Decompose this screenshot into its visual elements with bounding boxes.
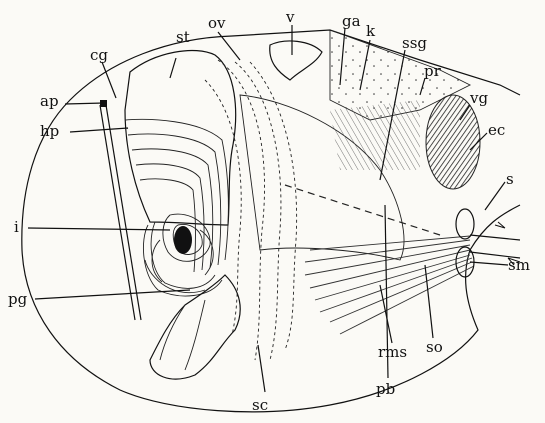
label-k: k — [366, 22, 376, 40]
label-ssg: ssg — [402, 34, 427, 52]
label-st: st — [176, 28, 190, 46]
dashed-axis — [285, 185, 440, 235]
label-ec: ec — [488, 121, 505, 139]
label-sm: sm — [508, 256, 530, 274]
label-v: v — [285, 8, 295, 26]
ring-muscles — [305, 236, 474, 334]
label-s: s — [506, 170, 514, 188]
visceral-ganglion — [426, 95, 480, 189]
label-rms: rms — [378, 343, 407, 361]
intestine-coils — [125, 119, 228, 296]
label-so: so — [426, 338, 443, 356]
pedal-hatch — [330, 100, 420, 170]
label-vg: vg — [469, 89, 488, 107]
lower-mass-texture — [160, 300, 205, 370]
label-sc: sc — [252, 396, 268, 414]
label-pr: pr — [424, 62, 442, 80]
label-pg: pg — [8, 290, 28, 308]
intestine-core — [174, 226, 192, 254]
label-cg: cg — [90, 46, 108, 64]
label-ga: ga — [342, 12, 361, 30]
label-pb: pb — [376, 380, 395, 398]
label-ov: ov — [208, 14, 226, 32]
ovary-dashed-lobes — [205, 60, 297, 360]
v-structure — [270, 41, 322, 80]
lower-mass — [150, 275, 240, 379]
label-hp: hp — [40, 122, 59, 140]
label-i: i — [14, 218, 19, 236]
label-ap: ap — [40, 92, 59, 110]
